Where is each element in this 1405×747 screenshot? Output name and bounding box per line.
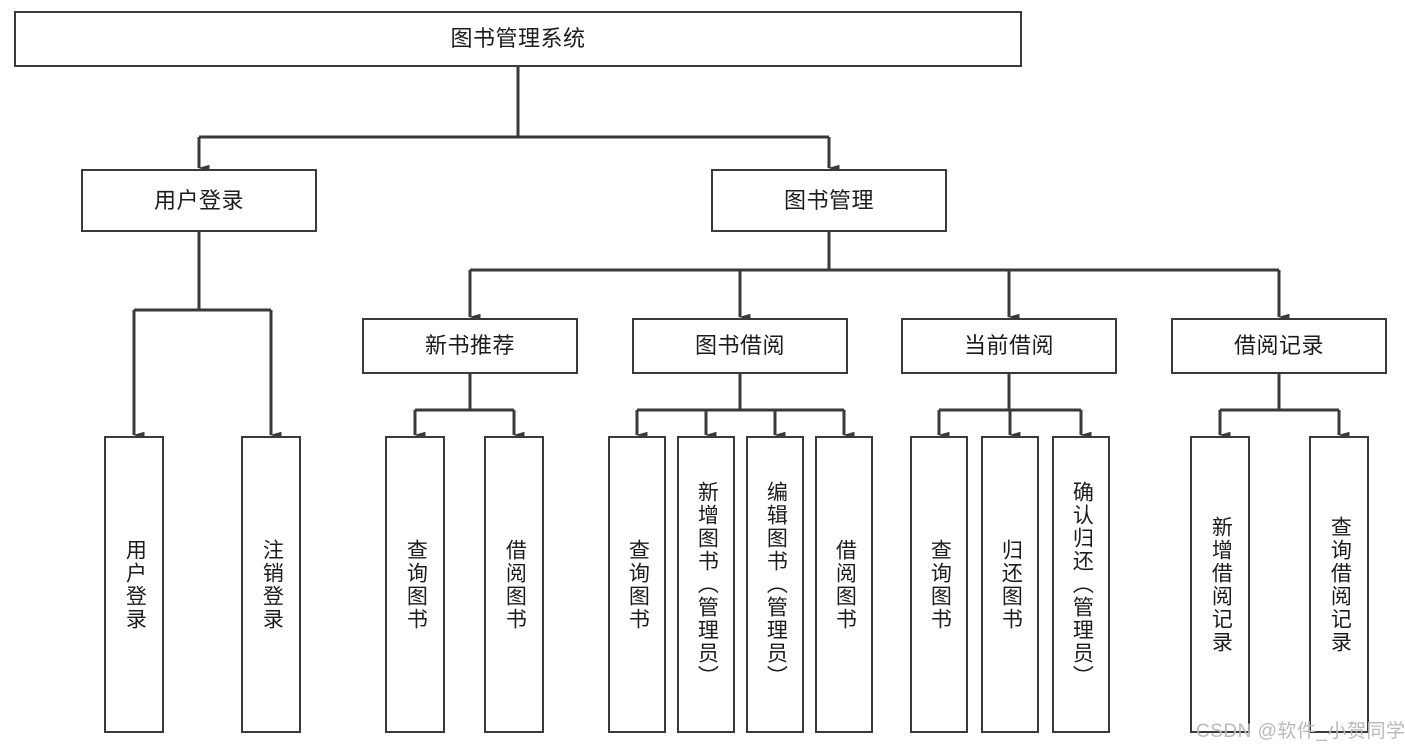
node-label: 新增图书（管理员） bbox=[695, 481, 719, 688]
edge-group bbox=[132, 67, 1350, 439]
node-label: 查询图书 bbox=[626, 538, 650, 631]
node-leaf-query-book-1[interactable]: 查询图书 bbox=[385, 436, 445, 733]
node-book-borrow[interactable]: 图书借阅 bbox=[632, 318, 848, 374]
node-label: 编辑图书（管理员） bbox=[764, 481, 788, 688]
node-label: 借阅图书 bbox=[833, 538, 857, 631]
node-leaf-borrow-book-2[interactable]: 借阅图书 bbox=[815, 436, 873, 733]
node-label: 查询图书 bbox=[928, 538, 952, 631]
node-book-manage[interactable]: 图书管理 bbox=[711, 169, 947, 232]
node-label: 借阅图书 bbox=[503, 538, 527, 631]
node-label: 借阅记录 bbox=[1233, 333, 1324, 359]
node-label: 确认归还（管理员） bbox=[1070, 481, 1094, 688]
node-label: 用户登录 bbox=[123, 538, 147, 631]
node-current-borrow[interactable]: 当前借阅 bbox=[901, 318, 1117, 374]
node-leaf-query-book-3[interactable]: 查询图书 bbox=[910, 436, 968, 733]
node-leaf-confirm-return[interactable]: 确认归还（管理员） bbox=[1052, 436, 1110, 733]
node-new-book-rec[interactable]: 新书推荐 bbox=[362, 318, 578, 374]
node-label: 归还图书 bbox=[999, 538, 1023, 631]
node-leaf-user-logout[interactable]: 注销登录 bbox=[241, 436, 301, 733]
node-leaf-query-record[interactable]: 查询借阅记录 bbox=[1309, 436, 1369, 733]
node-label: 新书推荐 bbox=[424, 333, 515, 359]
node-leaf-add-book[interactable]: 新增图书（管理员） bbox=[677, 436, 735, 733]
node-label: 用户登录 bbox=[153, 187, 244, 213]
csdn-watermark: CSDN @软件_小贺同学 bbox=[1196, 721, 1405, 742]
node-label: 新增借阅记录 bbox=[1209, 515, 1233, 654]
node-root[interactable]: 图书管理系统 bbox=[14, 11, 1022, 67]
node-label: 图书借阅 bbox=[694, 333, 785, 359]
node-label: 图书管理系统 bbox=[450, 26, 586, 52]
node-borrow-record[interactable]: 借阅记录 bbox=[1171, 318, 1387, 374]
node-label: 注销登录 bbox=[260, 538, 284, 631]
node-leaf-edit-book[interactable]: 编辑图书（管理员） bbox=[746, 436, 804, 733]
node-label: 当前借阅 bbox=[963, 333, 1054, 359]
node-leaf-borrow-book-1[interactable]: 借阅图书 bbox=[484, 436, 544, 733]
node-leaf-query-book-2[interactable]: 查询图书 bbox=[608, 436, 666, 733]
node-leaf-user-login[interactable]: 用户登录 bbox=[104, 436, 164, 733]
node-user-login[interactable]: 用户登录 bbox=[81, 169, 317, 232]
node-label: 查询图书 bbox=[404, 538, 428, 631]
node-leaf-add-record[interactable]: 新增借阅记录 bbox=[1190, 436, 1250, 733]
node-leaf-return-book[interactable]: 归还图书 bbox=[981, 436, 1039, 733]
node-label: 图书管理 bbox=[783, 187, 874, 213]
node-label: 查询借阅记录 bbox=[1328, 515, 1352, 654]
